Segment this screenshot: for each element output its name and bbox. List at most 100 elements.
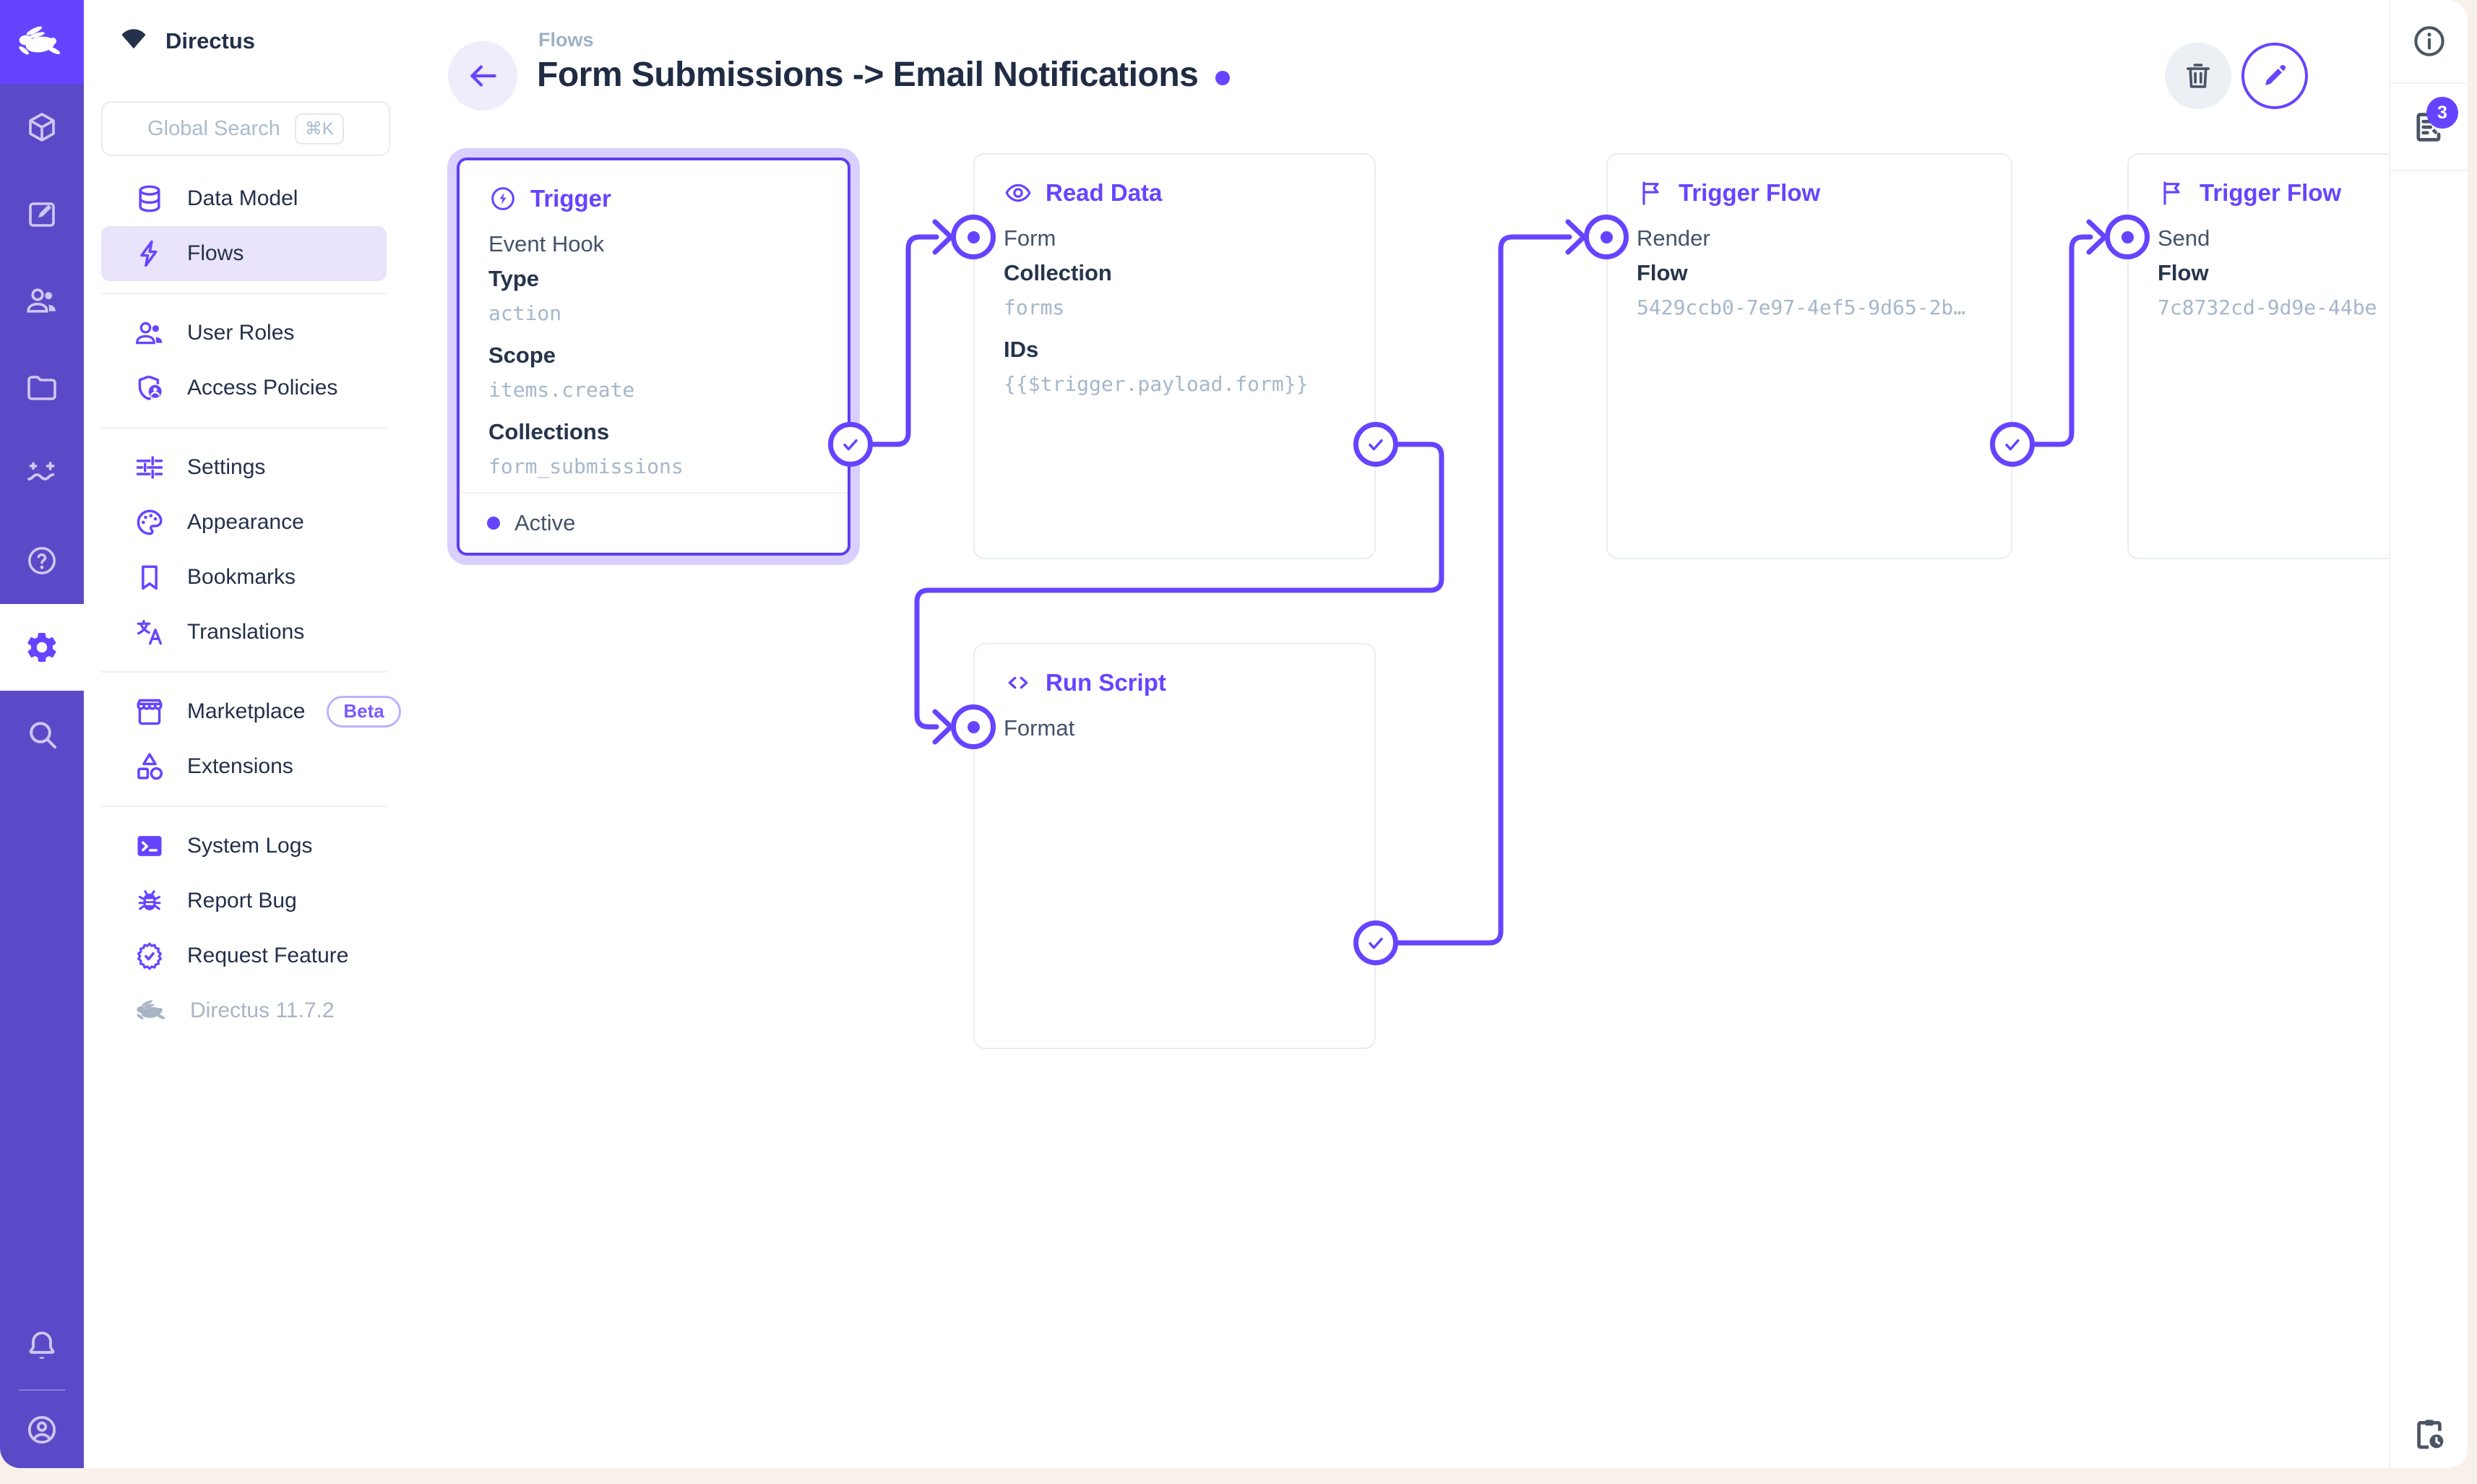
port-run-script-resolve[interactable] <box>1353 920 1398 965</box>
flow-panel-read-data[interactable]: Read Data Form Collection forms IDs {{$t… <box>973 153 1376 559</box>
logs-count-badge: 3 <box>2426 97 2458 129</box>
sidebar-item-system-logs[interactable]: System Logs <box>101 819 387 873</box>
check-icon <box>839 433 862 456</box>
sidebar-item-bookmarks[interactable]: Bookmarks <box>101 550 387 605</box>
eye-icon <box>1004 178 1033 207</box>
bell-icon <box>25 1329 59 1363</box>
code-icon <box>1004 668 1033 697</box>
sidebar-item-label: Report Bug <box>187 889 297 913</box>
sidebar-item-label: System Logs <box>187 834 313 858</box>
port-trigger-resolve[interactable] <box>828 422 873 467</box>
flow-panel-trigger-flow-send[interactable]: Trigger Flow Send Flow 7c8732cd-9d9e-44b… <box>2127 153 2389 559</box>
version-label: Directus 11.7.2 <box>101 983 387 1038</box>
port-trigger-flow-send-input[interactable] <box>2105 215 2150 259</box>
rabbit-icon <box>14 23 69 61</box>
sidebar-item-data-model[interactable]: Data Model <box>101 171 387 226</box>
field-value: action <box>488 301 562 325</box>
sidebar-item-translations[interactable]: Translations <box>101 605 387 660</box>
sidebar-item-request-feature[interactable]: Request Feature <box>101 928 387 983</box>
module-insights[interactable] <box>0 431 84 517</box>
flow-panel-trigger[interactable]: Trigger Event Hook Type action Scope ite… <box>457 158 850 556</box>
global-search-input[interactable]: Global Search ⌘K <box>101 101 390 156</box>
status-dot <box>487 517 500 530</box>
notifications-button[interactable] <box>0 1303 84 1389</box>
sidebar-item-label: Flows <box>187 241 244 265</box>
sidebar-item-flows[interactable]: Flows <box>101 226 387 281</box>
port-read-data-resolve[interactable] <box>1353 422 1398 467</box>
help-icon <box>25 543 59 578</box>
breadcrumb[interactable]: Flows <box>538 29 594 51</box>
database-icon <box>134 183 165 215</box>
project-name: Directus <box>165 28 256 53</box>
nav-divider <box>101 806 387 807</box>
terminal-icon <box>134 830 165 862</box>
port-read-data-input[interactable] <box>951 215 996 259</box>
module-files[interactable] <box>0 344 84 431</box>
arrow-left-icon <box>465 58 501 94</box>
directus-logo[interactable] <box>0 0 84 84</box>
port-dot <box>967 230 980 243</box>
sidebar-logs-button[interactable]: 3 <box>2390 84 2468 171</box>
port-run-script-input[interactable] <box>951 704 996 749</box>
translate-icon <box>134 616 165 648</box>
storefront-icon <box>134 696 165 728</box>
sidebar-item-settings[interactable]: Settings <box>101 440 387 495</box>
trigger-type-name: Event Hook <box>488 231 605 256</box>
sidebar-item-user-roles[interactable]: User Roles <box>101 306 387 361</box>
sidebar-item-report-bug[interactable]: Report Bug <box>101 873 387 928</box>
trash-icon <box>2181 59 2215 92</box>
field-label: IDs <box>1004 337 1039 362</box>
field-label: Flow <box>2158 260 2209 285</box>
seal-check-icon <box>134 940 165 972</box>
edit-icon <box>25 197 59 231</box>
panel-title: Trigger <box>530 185 611 212</box>
bug-icon <box>134 885 165 917</box>
sidebar-item-appearance[interactable]: Appearance <box>101 495 387 550</box>
field-value: form_submissions <box>488 454 684 478</box>
shapes-icon <box>134 751 165 782</box>
nav-divider <box>101 671 387 673</box>
module-editor[interactable] <box>0 171 84 257</box>
field-label: Collection <box>1004 260 1112 285</box>
flow-connections <box>848 219 2108 946</box>
sidebar-flow-runs-button[interactable] <box>2390 1415 2468 1454</box>
account-icon <box>25 1412 59 1447</box>
flow-panel-run-script[interactable]: Run Script Format <box>973 643 1376 1049</box>
module-settings[interactable] <box>0 604 84 691</box>
port-trigger-flow-render-input[interactable] <box>1584 215 1629 259</box>
sidebar-item-label: Request Feature <box>187 944 349 967</box>
people-icon <box>25 283 59 318</box>
user-avatar[interactable] <box>0 1391 84 1468</box>
module-help[interactable] <box>0 517 84 604</box>
project-header[interactable]: Directus <box>84 14 255 68</box>
sidebar-info-button[interactable] <box>2390 0 2468 84</box>
pencil-icon <box>2258 59 2291 92</box>
shield-user-icon <box>134 372 165 404</box>
bookmark-icon <box>134 561 165 593</box>
field-value: forms <box>1004 295 1065 319</box>
flow-panel-trigger-flow-render[interactable]: Trigger Flow Render Flow 5429ccb0-7e97-4… <box>1606 153 2012 559</box>
sidebar-item-extensions[interactable]: Extensions <box>101 739 387 794</box>
port-dot <box>1600 230 1613 243</box>
rabbit-icon <box>134 998 171 1024</box>
port-trigger-flow-render-resolve[interactable] <box>1990 422 2035 467</box>
status-label: Active <box>514 510 576 535</box>
module-bar <box>0 0 84 1468</box>
back-button[interactable] <box>448 41 517 111</box>
sidebar-item-label: User Roles <box>187 321 295 345</box>
panel-title: Read Data <box>1046 179 1163 206</box>
sidebar-item-label: Extensions <box>187 754 293 778</box>
bolt-icon <box>134 238 165 269</box>
sidebar-item-label: Appearance <box>187 510 304 534</box>
nav-sidebar: Directus Global Search ⌘K Data Model Flo… <box>84 0 405 1468</box>
nav-divider <box>101 427 387 428</box>
sidebar-item-label: Data Model <box>187 186 298 210</box>
sidebar-item-access-policies[interactable]: Access Policies <box>101 361 387 415</box>
module-content[interactable] <box>0 84 84 171</box>
edit-flow-button[interactable] <box>2241 43 2308 109</box>
module-users[interactable] <box>0 257 84 344</box>
panel-title: Trigger Flow <box>1679 179 1821 206</box>
module-search[interactable] <box>0 691 84 777</box>
delete-flow-button[interactable] <box>2165 43 2231 109</box>
